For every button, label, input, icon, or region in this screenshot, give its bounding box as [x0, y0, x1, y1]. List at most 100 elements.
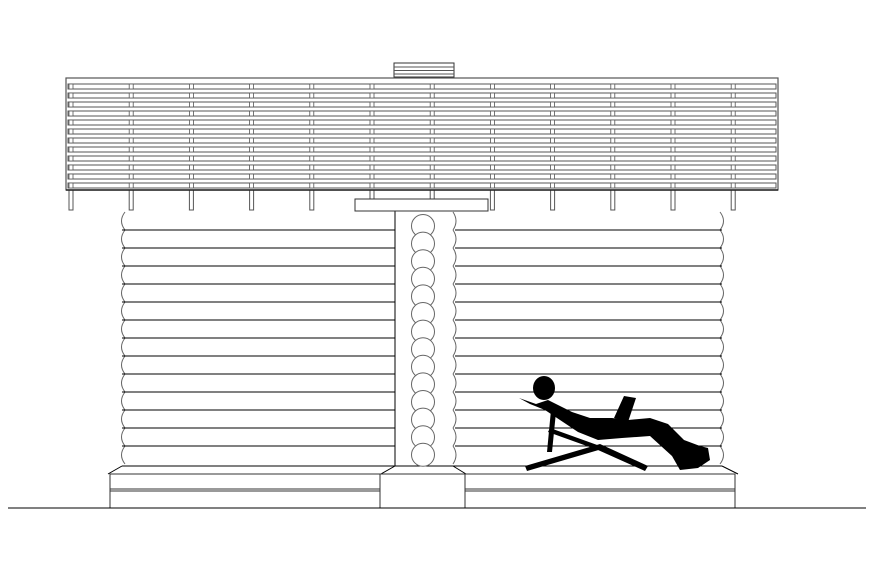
log-corner-circle [411, 442, 435, 467]
roof-batten [68, 137, 74, 144]
roof-batten [610, 101, 616, 108]
roof-batten [429, 173, 435, 180]
log-end-left [121, 373, 126, 393]
roof-batten [670, 83, 676, 90]
roof-batten [68, 146, 74, 153]
log-end-left [121, 247, 126, 267]
roof-batten [730, 137, 736, 144]
roof-batten [369, 164, 375, 171]
roof-batten [429, 164, 435, 171]
roof-batten [68, 119, 74, 126]
roof-batten [489, 83, 495, 90]
log-end-right [719, 337, 724, 357]
roof-plank [67, 92, 777, 99]
roof [65, 77, 779, 211]
roof-plank [67, 164, 777, 171]
roof-batten [128, 155, 134, 162]
roof-batten [730, 101, 736, 108]
roof-batten [550, 92, 555, 99]
roof-batten [550, 164, 555, 171]
roof-batten [128, 182, 134, 189]
roof-batten [309, 101, 315, 108]
roof-batten [610, 119, 616, 126]
roof-batten [429, 101, 435, 108]
roof-batten [730, 92, 736, 99]
roof-batten [249, 101, 255, 108]
roof-batten [550, 182, 555, 189]
roof-batten [369, 83, 375, 90]
roof-batten [249, 128, 255, 135]
roof-plank [67, 173, 777, 180]
roof-batten [188, 92, 194, 99]
roof-batten [128, 83, 134, 90]
rafter-tail [730, 189, 736, 211]
rafter-tail [610, 189, 616, 211]
roof-batten [369, 128, 375, 135]
roof-batten [730, 155, 736, 162]
roof-batten [429, 155, 435, 162]
roof-batten [188, 155, 194, 162]
roof-batten [309, 128, 315, 135]
rafter-tail [128, 189, 134, 211]
roof-batten [188, 164, 194, 171]
roof-batten [309, 155, 315, 162]
roof-batten [489, 173, 495, 180]
log-end-inner [452, 229, 457, 249]
roof-batten [68, 101, 74, 108]
log-end-inner [452, 337, 457, 357]
roof-batten [730, 110, 736, 117]
roof-plank [67, 110, 777, 117]
roof-batten [369, 155, 375, 162]
roof-plank [67, 182, 777, 189]
roof-batten [128, 137, 134, 144]
roof-batten [309, 164, 315, 171]
roof-plank [67, 155, 777, 162]
rafter-tail [550, 189, 556, 211]
roof-batten [489, 146, 495, 153]
roof-batten [68, 110, 74, 117]
log-end-inner [452, 355, 457, 375]
roof-plank [67, 146, 777, 153]
roof-batten [550, 83, 555, 90]
roof-batten [670, 110, 676, 117]
roof-batten [188, 83, 194, 90]
log-end-right [719, 427, 724, 447]
roof-batten [610, 110, 616, 117]
roof-batten [489, 155, 495, 162]
roof-batten [730, 146, 736, 153]
roof-batten [68, 155, 74, 162]
roof-batten [550, 137, 555, 144]
roof-batten [249, 164, 255, 171]
roof-batten [670, 155, 676, 162]
log-end-left [121, 445, 126, 465]
roof-batten [249, 110, 255, 117]
roof-batten [670, 128, 676, 135]
roof-batten [550, 101, 555, 108]
roof-batten [128, 110, 134, 117]
roof-batten [68, 173, 74, 180]
log-end-right [719, 229, 724, 249]
roof-batten [369, 182, 375, 189]
roof-batten [429, 137, 435, 144]
log-end-right [719, 301, 724, 321]
log-end-left [121, 427, 126, 447]
chimney-cap-lines [394, 66, 454, 75]
roof-batten [670, 146, 676, 153]
roof-batten [610, 146, 616, 153]
roof-batten [610, 164, 616, 171]
log-end-right [719, 247, 724, 267]
roof-batten [670, 92, 676, 99]
log-end-left [121, 391, 126, 411]
roof-batten [550, 155, 555, 162]
roof-batten [68, 92, 74, 99]
log-end-right [719, 355, 724, 375]
roof-batten [369, 146, 375, 153]
log-end-right [719, 409, 724, 429]
rafter-tail [489, 189, 495, 211]
roof-batten [68, 83, 74, 90]
roof-batten [429, 182, 435, 189]
roof-batten [730, 164, 736, 171]
rafter-tail [309, 189, 315, 211]
roof-batten [188, 119, 194, 126]
log-end-left [121, 229, 126, 249]
